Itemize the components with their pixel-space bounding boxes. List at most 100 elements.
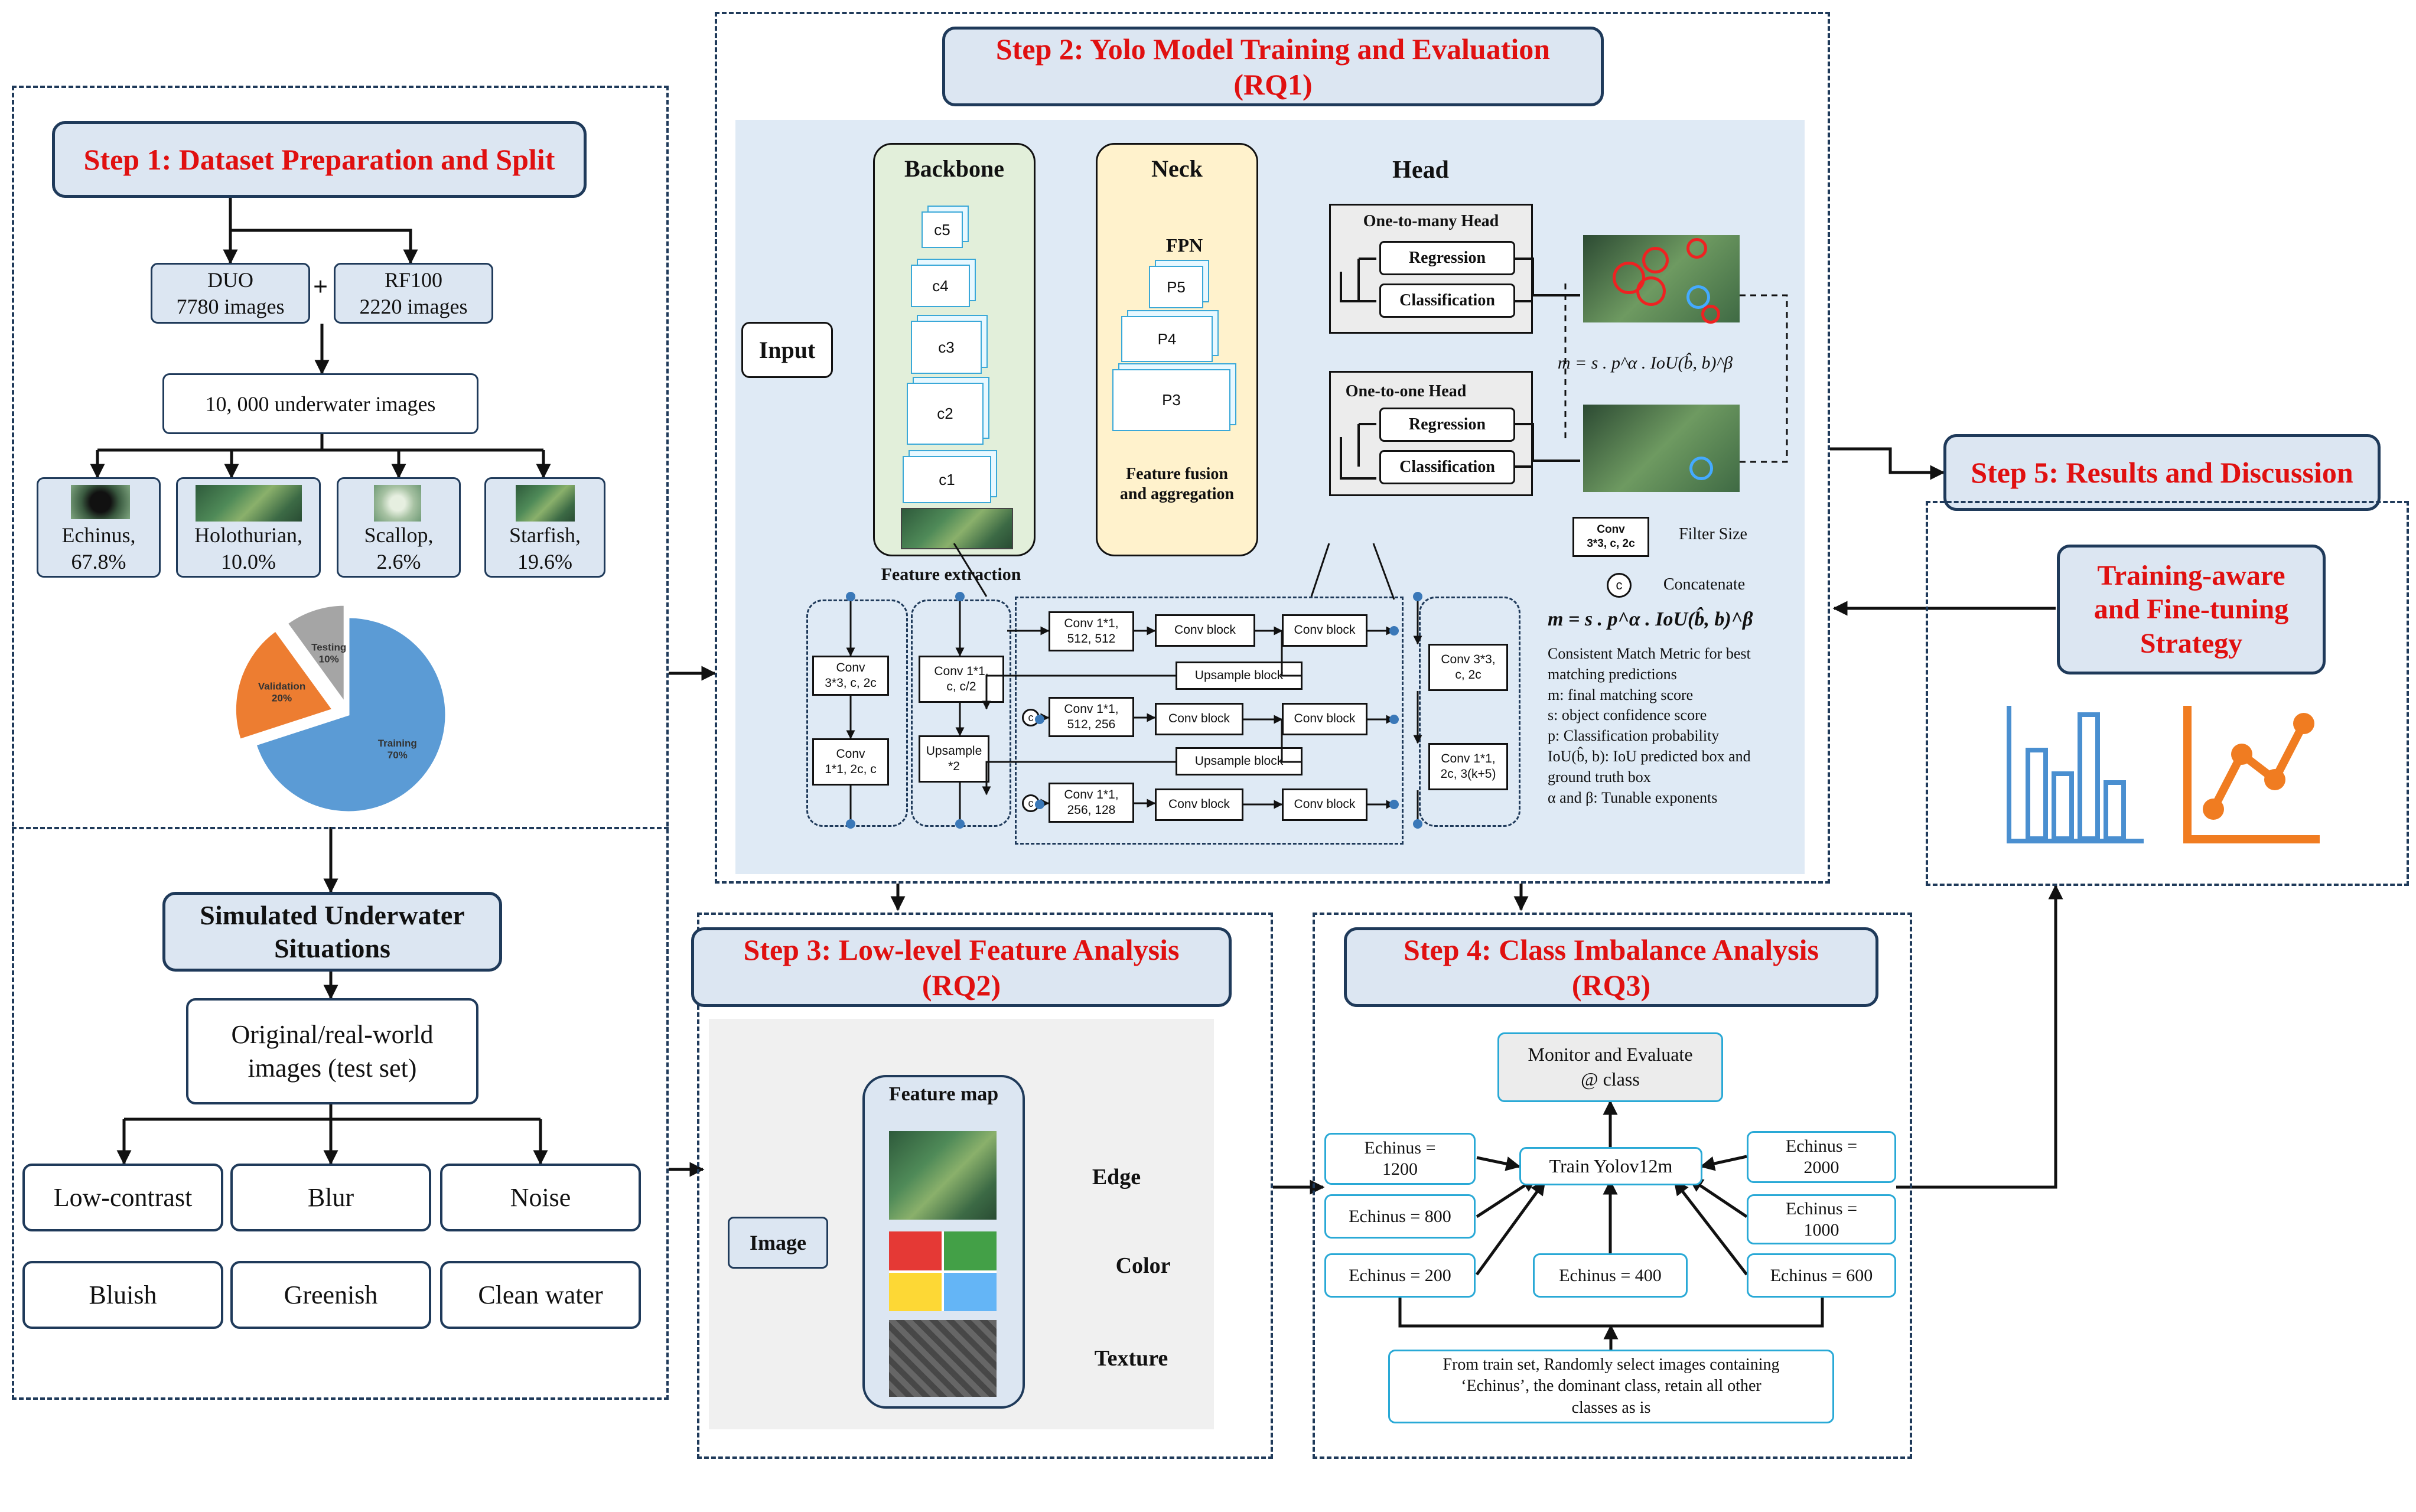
metric-description: Consistent Match Metric for best matchin…: [1548, 644, 1808, 821]
legend-filter-label: Filter Size: [1679, 525, 1747, 543]
metric-desc-line: Consistent Match Metric for best: [1548, 645, 1751, 662]
class-starfish: Starfish, 19.6%: [484, 477, 605, 578]
detection-ring: [1636, 276, 1666, 306]
conv1-block-c: Conv 1*1, 2c, 3(k+5): [1428, 743, 1508, 790]
conv1-block-a: Conv 1*1, 2c, c: [812, 738, 889, 786]
echinus-800: Echinus = 800: [1324, 1194, 1476, 1239]
condition-blur: Blur: [230, 1164, 431, 1231]
step1-panel: [12, 86, 669, 1400]
detail-head: [1419, 597, 1520, 827]
backbone-c1: c1: [903, 456, 991, 503]
step5-title: Step 5: Results and Discussion: [1943, 434, 2381, 511]
fusion-label: Feature fusion and aggregation: [1119, 465, 1235, 503]
conv-block-4: Conv block: [1282, 703, 1367, 735]
monitor-box: Monitor and Evaluate @ class: [1497, 1032, 1723, 1102]
one-to-many-title: One-to-many Head: [1363, 211, 1499, 230]
neck-p3: P3: [1112, 369, 1230, 431]
class-starfish-label: Starfish, 19.6%: [509, 523, 581, 573]
texture-image: [889, 1320, 997, 1397]
pie-slice-training: [255, 616, 447, 813]
color-grid: [889, 1231, 997, 1311]
echinus-400: Echinus = 400: [1533, 1253, 1688, 1298]
classification-box-2: Classification: [1379, 450, 1515, 484]
head-title: Head: [1392, 157, 1449, 184]
echinus-1200: Echinus = 1200: [1324, 1133, 1476, 1185]
metric-desc-line: p: Classification probability: [1548, 727, 1720, 745]
feature-extraction-label: Feature extraction: [881, 565, 1021, 584]
regression-box-2: Regression: [1379, 408, 1515, 442]
edge-image: [889, 1131, 997, 1220]
class-echinus: Echinus, 67.8%: [37, 477, 161, 578]
class-holothurian-label: Holothurian, 10.0%: [194, 523, 302, 573]
legend-concat-icon: c: [1607, 573, 1632, 598]
input-box: Input: [741, 322, 833, 378]
one-to-one-output: [1583, 405, 1740, 492]
legend-conv-block: Conv 3*3, c, 2c: [1572, 517, 1649, 557]
bar-chart-icon: [2007, 706, 2144, 843]
detail-neck: [1015, 597, 1404, 845]
condition-clean-water: Clean water: [440, 1261, 641, 1329]
backbone-c4: c4: [911, 265, 970, 307]
color-swatch-green: [944, 1231, 997, 1270]
detection-ring: [1689, 457, 1713, 480]
classification-box-1: Classification: [1379, 284, 1515, 318]
backbone-input-image: [901, 508, 1013, 549]
class-holothurian: Holothurian, 10.0%: [176, 477, 321, 578]
pie-slice-validation: [234, 629, 334, 741]
detection-ring: [1701, 305, 1720, 324]
step4-title: Step 4: Class Imbalance Analysis (RQ3): [1344, 927, 1878, 1007]
conv-block-1: Conv block: [1155, 614, 1255, 647]
conv3-block-b: Conv 3*3, c, 2c: [1428, 644, 1508, 691]
starfish-thumbnail: [516, 485, 575, 522]
condition-low-contrast: Low-contrast: [22, 1164, 223, 1231]
output-texture: Texture: [1094, 1345, 1168, 1371]
conv3-block-a: Conv 3*3, c, 2c: [812, 656, 889, 696]
head-connectors: [1340, 258, 1788, 480]
class-scallop: Scallop, 2.6%: [337, 477, 461, 578]
conv-block-2: Conv block: [1282, 614, 1367, 647]
metric-desc-line: IoU(b̂, b): IoU predicted box and: [1548, 748, 1751, 765]
source-selection-box: From train set, Randomly select images c…: [1388, 1350, 1834, 1423]
step4-panel: [1313, 913, 1912, 1459]
detail-connectors: [846, 543, 1422, 829]
metric-desc-line: matching predictions: [1548, 665, 1677, 683]
neck-p5: P5: [1149, 266, 1203, 308]
conv-block-5: Conv block: [1155, 788, 1243, 821]
original-images-box: Original/real-world images (test set): [186, 998, 478, 1104]
output-edge: Edge: [1092, 1164, 1141, 1190]
conv-512-256: Conv 1*1, 512, 256: [1049, 697, 1134, 737]
step2-title: Step 2: Yolo Model Training and Evaluati…: [942, 27, 1604, 106]
class-echinus-label: Echinus, 67.8%: [61, 523, 136, 573]
pie-slice-testing: [286, 604, 346, 705]
upsample-block-small: Upsample *2: [919, 735, 989, 783]
one-to-many-output: [1583, 235, 1740, 324]
regression-box-1: Regression: [1379, 241, 1515, 275]
detection-ring: [1686, 285, 1710, 309]
condition-greenish: Greenish: [230, 1261, 431, 1329]
metric-desc-line: m: final matching score: [1548, 686, 1694, 703]
step3-title: Step 3: Low-level Feature Analysis (RQ2): [691, 927, 1232, 1007]
detection-ring: [1642, 247, 1669, 273]
step2-panel: [715, 12, 1830, 884]
step1-divider: [12, 827, 669, 829]
backbone-c2: c2: [907, 383, 984, 445]
echinus-1000: Echinus = 1000: [1747, 1194, 1896, 1244]
class-scallop-label: Scallop, 2.6%: [364, 523, 434, 573]
legend-concat-label: Concatenate: [1663, 575, 1746, 594]
detection-ring: [1686, 238, 1707, 259]
metric-desc-line: s: object confidence score: [1548, 706, 1707, 724]
backbone-c5: c5: [922, 211, 963, 248]
fpn-label: FPN: [1165, 234, 1203, 256]
color-swatch-red: [889, 1231, 942, 1270]
conv-256-128: Conv 1*1, 256, 128: [1049, 783, 1134, 823]
simulated-title: Simulated Underwater Situations: [162, 892, 502, 972]
condition-bluish: Bluish: [22, 1261, 223, 1329]
combined-dataset-box: 10, 000 underwater images: [162, 373, 478, 434]
conv-block-3: Conv block: [1155, 703, 1243, 735]
color-swatch-blue: [944, 1272, 997, 1311]
one-to-one-title: One-to-one Head: [1345, 382, 1467, 400]
